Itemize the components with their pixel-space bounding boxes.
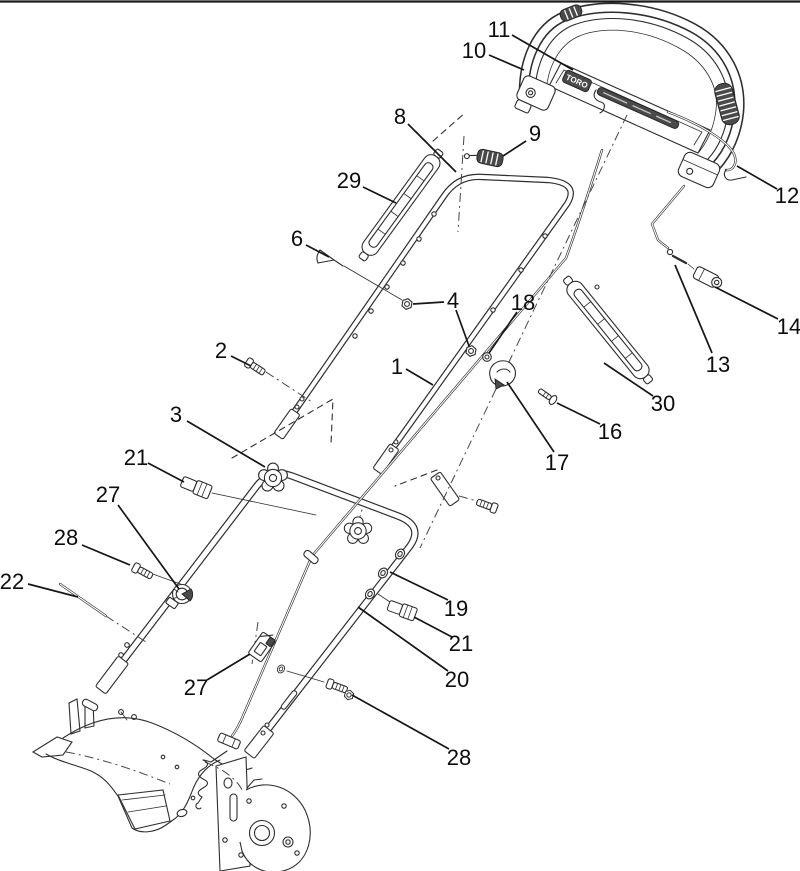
grip-section-small — [559, 4, 583, 22]
callout-leader-line — [305, 244, 330, 258]
callout-number: 21 — [124, 445, 148, 470]
flange-nut — [400, 297, 414, 311]
callout-leader-line — [230, 355, 252, 367]
callout-number: 19 — [444, 596, 468, 621]
callout-leader-line — [511, 34, 574, 71]
callout-number: 1 — [391, 354, 403, 379]
callout-number: 30 — [651, 391, 675, 416]
callout-number: 21 — [449, 631, 473, 656]
callout-number: 29 — [337, 168, 361, 193]
callout-number: 11 — [488, 17, 511, 42]
bail-handle-assembly: TORO — [514, 2, 745, 189]
brake-cable — [203, 148, 604, 763]
alignment-centerlines — [105, 111, 628, 665]
carriage-bolt — [243, 356, 268, 378]
callout-leader-line — [117, 504, 180, 590]
callout-leader-line — [357, 606, 449, 672]
callout-leader-line — [147, 462, 185, 483]
callout-leader-line — [206, 653, 251, 681]
callout-number: 27 — [184, 675, 208, 700]
callout-leader-line — [502, 140, 527, 157]
callout-leader-line — [488, 54, 525, 71]
handle-stop-rod — [58, 582, 108, 618]
callout-leader-line — [362, 186, 397, 204]
bail-left-mount — [514, 75, 556, 114]
upper-handle-tube — [274, 173, 600, 475]
callout-number: 10 — [462, 38, 486, 63]
cable-connector — [692, 266, 723, 288]
cable-clamp — [489, 360, 516, 390]
brake-rod — [650, 184, 695, 270]
brake-cable-hook — [593, 89, 605, 114]
callout-number: 22 — [0, 569, 24, 594]
callout-number: 14 — [777, 314, 800, 339]
bail-right-mount — [677, 151, 721, 189]
callout-number: 18 — [511, 290, 535, 315]
callout-number: 4 — [447, 288, 459, 313]
callout-number: 3 — [170, 402, 182, 427]
star-knob — [258, 462, 288, 492]
self-tapping-screw — [537, 388, 558, 405]
assembly-lines — [149, 265, 403, 683]
spring — [463, 148, 504, 168]
callout-leader-line — [81, 544, 131, 566]
callout-leader-line — [556, 402, 601, 425]
cable-eyelet — [275, 663, 287, 675]
cable-fitting — [180, 476, 213, 500]
callout-leader-line — [351, 694, 450, 750]
callout-leader-line — [506, 381, 555, 453]
callout-number: 17 — [545, 450, 569, 475]
callout-leader-line — [186, 420, 266, 468]
handle-warning-label — [596, 87, 680, 129]
handle-trim-right — [562, 275, 654, 385]
callout-number: 8 — [394, 104, 406, 129]
callout-number: 9 — [529, 121, 541, 146]
callout-leader-line — [389, 571, 449, 601]
callout-leader-line — [405, 368, 434, 386]
callout-number: 2 — [215, 338, 227, 363]
handle-lock-lever-lower — [248, 631, 276, 663]
callout-leader-line — [714, 286, 779, 320]
callout-leader-line — [455, 309, 470, 347]
callout-leader-line — [27, 583, 79, 598]
mower-deck — [31, 698, 311, 871]
callout-leader-line — [407, 123, 457, 173]
callout-number: 6 — [291, 226, 303, 251]
callout-leader-line — [674, 264, 713, 354]
callout-leader-line — [413, 616, 453, 638]
washer — [482, 352, 492, 362]
callout-number: 12 — [775, 183, 799, 208]
handle-lock-lever-upper — [165, 583, 194, 609]
star-knob — [343, 516, 373, 544]
callout-leader-line — [412, 301, 445, 305]
cable-guide-rod — [666, 110, 747, 181]
callout-number: 16 — [598, 419, 622, 444]
callout-number: 28 — [54, 525, 78, 550]
deck-spring — [197, 759, 209, 804]
grip-section — [714, 82, 740, 126]
carriage-bolt — [130, 561, 155, 582]
callout-number: 28 — [447, 745, 471, 770]
callout-number: 13 — [706, 352, 730, 377]
callout-number: 20 — [445, 667, 469, 692]
handle-trim-left — [358, 148, 444, 262]
callout-leader-line — [736, 165, 778, 190]
callout-leader-line — [488, 311, 518, 354]
callout-leader-line — [603, 362, 654, 397]
carriage-bolt — [474, 496, 500, 515]
callout-number: 27 — [96, 482, 120, 507]
cable-fitting — [386, 600, 418, 622]
